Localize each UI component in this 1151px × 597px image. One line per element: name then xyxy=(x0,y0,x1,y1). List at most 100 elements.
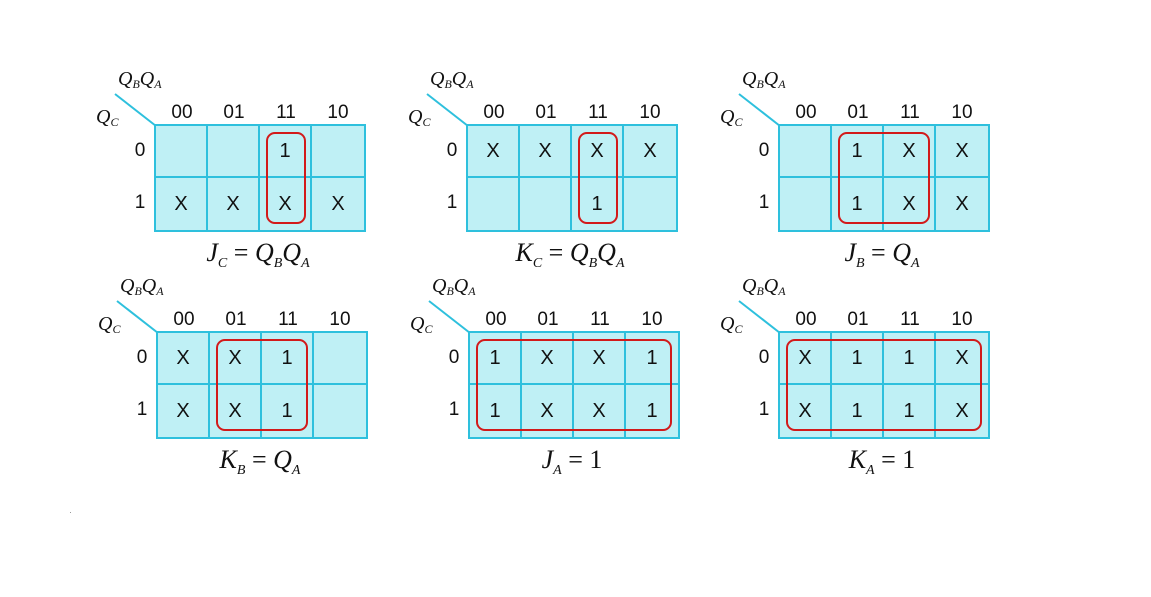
kmap-cell: X xyxy=(208,178,260,230)
kmap-cell xyxy=(312,126,364,178)
equation-ka: KA = 1 xyxy=(848,445,916,478)
equation-lhs: J xyxy=(206,238,218,267)
kmap-cell: X xyxy=(520,126,572,178)
column-variable-label: QBQA xyxy=(742,275,786,298)
column-header: 00 xyxy=(795,309,817,330)
diagonal-line xyxy=(426,93,469,127)
kmap-cell: 1 xyxy=(832,333,884,385)
equation-rhs: QA xyxy=(892,238,920,271)
kmap-cell xyxy=(314,333,366,385)
kmap-cell: 1 xyxy=(470,333,522,385)
diagonal-line xyxy=(738,93,781,127)
grouping-loop xyxy=(266,132,306,224)
kmap-cell: X xyxy=(955,399,969,422)
kmap-cell: 1 xyxy=(832,126,884,178)
kmap-cell: X xyxy=(936,126,988,178)
kmap-cell: X xyxy=(884,178,936,230)
row-header: 1 xyxy=(758,399,770,420)
kmap-cell xyxy=(468,178,520,230)
kmap-cell: 1 xyxy=(646,399,658,422)
row-header: 1 xyxy=(446,192,458,213)
column-header: 10 xyxy=(951,102,973,123)
equation-jb: JB = QA xyxy=(844,238,920,271)
row-header: 1 xyxy=(448,399,460,420)
kmap-cell: X xyxy=(522,385,574,437)
column-header: 00 xyxy=(173,309,195,330)
equation-rhs: 1 xyxy=(589,445,603,474)
column-header: 10 xyxy=(639,102,661,123)
kmap-cell xyxy=(780,178,832,230)
kmap-cell xyxy=(314,385,366,437)
kmap-cell: X xyxy=(210,333,262,385)
equation-lhs-subscript: C xyxy=(217,256,228,271)
kmap-cell: 1 xyxy=(260,126,312,178)
equation-lhs: K xyxy=(515,238,533,267)
column-header: 11 xyxy=(900,102,920,123)
kmap-cell: X xyxy=(955,192,969,215)
kmap-cell: 1 xyxy=(832,178,884,230)
column-header: 10 xyxy=(641,309,663,330)
kmap-cell: 1 xyxy=(470,385,522,437)
column-header: 10 xyxy=(329,309,351,330)
equation-lhs: K xyxy=(848,445,867,474)
kmap-cell: 1 xyxy=(884,385,936,437)
grouping-loop xyxy=(216,339,308,431)
equation-kc: KC = QBQA xyxy=(515,238,625,271)
column-header: 01 xyxy=(225,309,247,330)
kmap-cell: 1 xyxy=(572,178,624,230)
grouping-loop xyxy=(838,132,930,224)
kmap-cell: X xyxy=(158,333,210,385)
equation-lhs: J xyxy=(541,445,554,474)
row-variable-label: QC xyxy=(98,313,121,336)
row-header: 0 xyxy=(448,347,460,368)
diagonal-line xyxy=(738,300,781,334)
column-header: 01 xyxy=(223,102,245,123)
row-variable-label: QC xyxy=(96,106,119,129)
row-header: 0 xyxy=(758,140,770,161)
column-header: 11 xyxy=(900,309,920,330)
equation-rhs: QA xyxy=(273,445,301,478)
column-header: 11 xyxy=(276,102,296,123)
column-header: 11 xyxy=(588,102,608,123)
equation-lhs-subscript: A xyxy=(866,463,875,478)
kmap-cell: 1 xyxy=(262,385,314,437)
row-header: 0 xyxy=(758,347,770,368)
kmap-cell: X xyxy=(574,385,626,437)
column-header: 11 xyxy=(590,309,610,330)
row-header: 0 xyxy=(134,140,146,161)
kmap-cell xyxy=(520,178,572,230)
kmap-cell: X xyxy=(574,333,626,385)
kmap-cell: X xyxy=(884,126,936,178)
column-header: 11 xyxy=(278,309,298,330)
kmap-cell xyxy=(156,126,208,178)
kmap-cell xyxy=(208,126,260,178)
equation-lhs: J xyxy=(844,238,856,267)
column-variable-label: QBQA xyxy=(742,68,786,91)
equation-kb: KB = QA xyxy=(219,445,301,478)
equation-lhs-subscript: C xyxy=(532,256,543,271)
kmap-cell: X xyxy=(468,126,520,178)
kmap-cell: X xyxy=(260,178,312,230)
column-header: 01 xyxy=(537,309,559,330)
kmap-cell: X xyxy=(624,126,676,178)
kmap-cell: X xyxy=(572,126,624,178)
column-header: 01 xyxy=(847,309,869,330)
kmap-cell: X xyxy=(331,192,345,215)
kmap-cell: X xyxy=(156,178,208,230)
column-variable-label: QBQA xyxy=(120,275,164,298)
row-header: 1 xyxy=(758,192,770,213)
equation-lhs-subscript: B xyxy=(855,256,865,271)
column-header: 00 xyxy=(795,102,817,123)
row-variable-label: QC xyxy=(410,313,433,336)
kmap-cell: X xyxy=(210,385,262,437)
column-header: 00 xyxy=(483,102,505,123)
